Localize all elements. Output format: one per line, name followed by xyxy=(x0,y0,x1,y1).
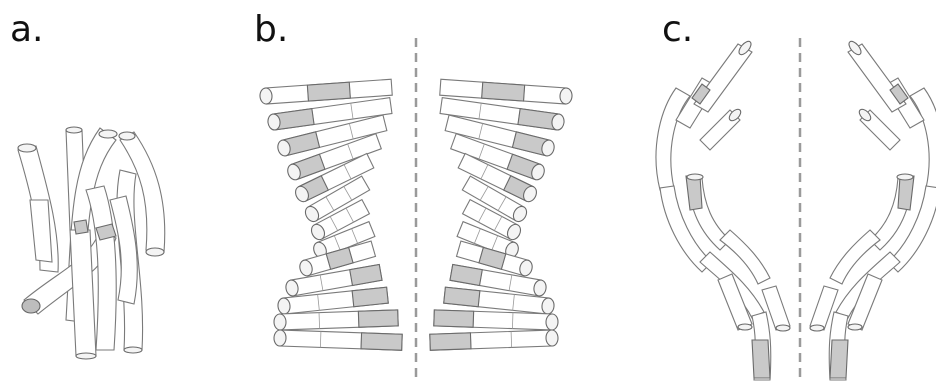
panel-b-cylinder-end xyxy=(546,330,559,346)
panel-b-cylinder xyxy=(274,330,402,350)
panel-a-tube-end xyxy=(99,130,117,138)
panel-b-cylinder-end xyxy=(274,314,287,330)
panel-a-tube-end xyxy=(124,347,142,353)
panel-c-tube-shaded xyxy=(898,176,914,210)
panel-a-tube xyxy=(30,200,52,262)
panel-b-left-stack xyxy=(259,79,402,350)
panel-c-tube xyxy=(656,88,690,190)
panel-b-cylinder-end xyxy=(259,88,272,105)
panel-b-cylinder-end xyxy=(546,314,559,330)
panel-a-tube-end xyxy=(146,248,164,256)
panel-c-tube-shaded xyxy=(752,340,770,378)
panel-c-tube-shaded xyxy=(830,340,848,378)
panel-a-tube-shaded xyxy=(74,220,88,234)
panel-c-right-helix xyxy=(810,39,936,380)
panel-a-tube-end xyxy=(22,299,40,313)
panel-c-tube-end xyxy=(810,325,824,331)
panel-c-tube-shaded xyxy=(686,176,702,210)
panel-c-tube-end xyxy=(687,174,703,180)
panel-c-left-helix xyxy=(656,39,790,380)
panel-c-tube-end xyxy=(848,324,862,330)
panel-b-right-stack xyxy=(430,79,573,350)
panel-a-tube-end xyxy=(18,144,36,152)
panel-c-tube-end xyxy=(738,324,752,330)
panel-c-tube-end xyxy=(776,325,790,331)
panel-a-bundle xyxy=(18,127,165,359)
panel-a-tube-end xyxy=(119,132,135,140)
panel-a-tube-end xyxy=(66,127,82,133)
panel-c-tube-end xyxy=(897,174,913,180)
panel-b-cylinder xyxy=(430,330,558,350)
panel-b-cylinder-end xyxy=(559,88,572,105)
panel-a-tube-end xyxy=(76,353,96,359)
panel-b-cylinder-end xyxy=(274,330,287,346)
